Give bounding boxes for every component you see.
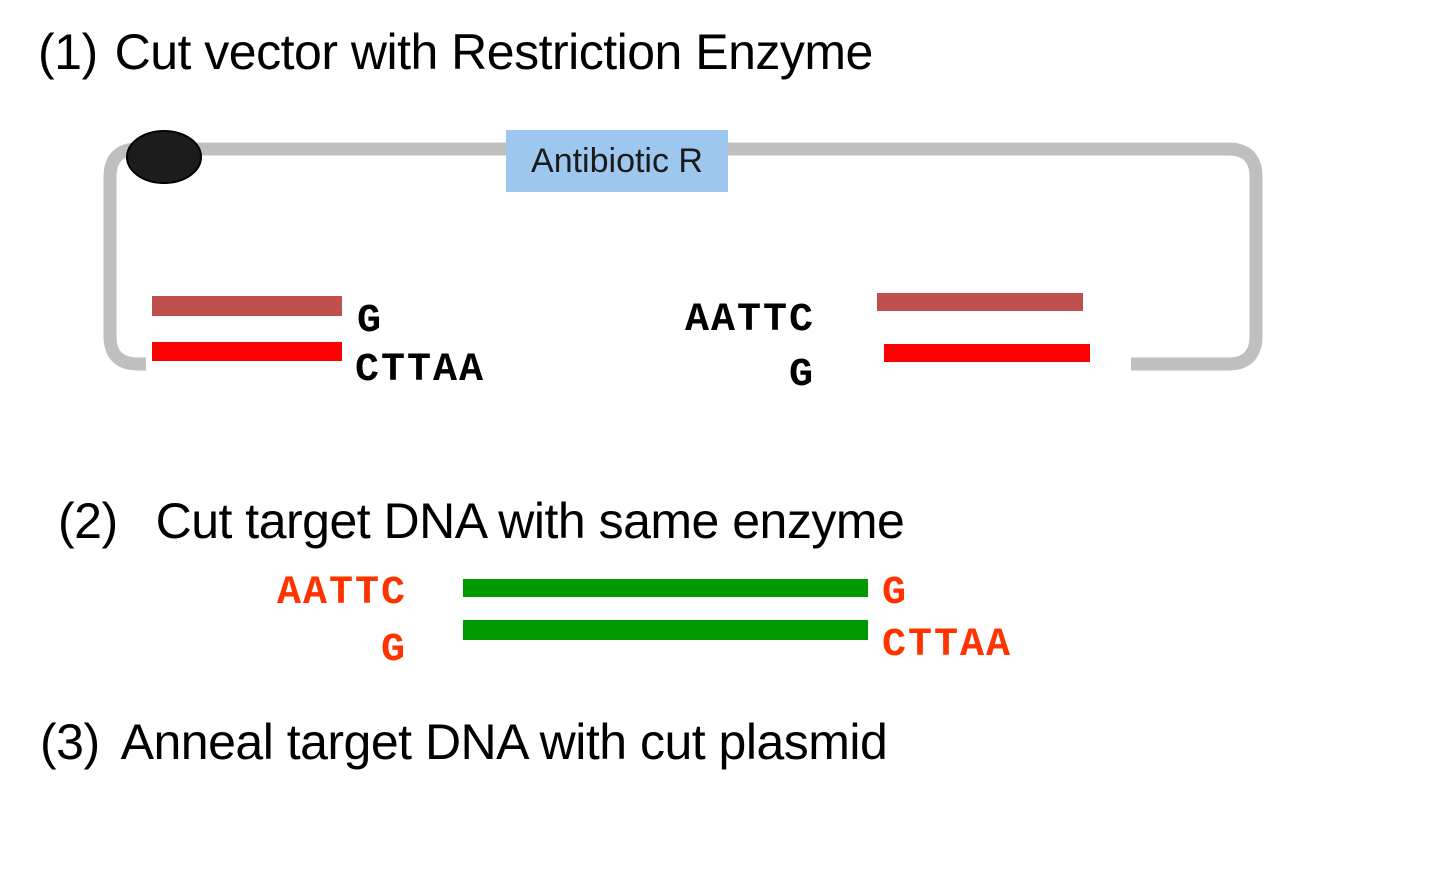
antibiotic-resistance-text: Antibiotic R <box>531 141 703 180</box>
vector-left-bottom-overhang: CTTAA <box>355 348 486 393</box>
vector-left-top-overhang: G <box>357 299 384 344</box>
target-right-bottom-overhang: CTTAA <box>882 623 1013 668</box>
target-right-top-overhang: G <box>882 571 909 616</box>
vector-right-bottom-overhang: G <box>788 353 815 398</box>
step2-text: Cut target DNA with same enzyme <box>155 493 905 549</box>
target-dna-bottom-strand-bar <box>463 620 868 640</box>
vector-right-top-overhang: AATTC <box>684 298 815 343</box>
step1-text: Cut vector with Restriction Enzyme <box>114 24 874 80</box>
target-left-top-overhang: AATTC <box>276 571 407 616</box>
step2-number: (2) <box>58 493 118 549</box>
vector-left-top-strand-bar <box>152 296 342 316</box>
step3-number: (3) <box>40 714 100 770</box>
vector-left-bottom-strand-bar <box>152 342 342 361</box>
vector-right-bottom-strand-bar <box>884 344 1090 362</box>
step2-heading: (2) Cut target DNA with same enzyme <box>58 493 905 549</box>
step1-number: (1) <box>38 24 98 80</box>
target-left-bottom-overhang: G <box>380 628 407 673</box>
target-dna-top-strand-bar <box>463 579 868 597</box>
step3-heading: (3) Anneal target DNA with cut plasmid <box>40 714 888 770</box>
antibiotic-resistance-label: Antibiotic R <box>506 130 728 192</box>
step3-text: Anneal target DNA with cut plasmid <box>120 714 888 770</box>
step1-heading: (1) Cut vector with Restriction Enzyme <box>38 27 873 77</box>
vector-right-top-strand-bar <box>877 293 1083 311</box>
origin-of-replication-icon <box>126 130 202 184</box>
